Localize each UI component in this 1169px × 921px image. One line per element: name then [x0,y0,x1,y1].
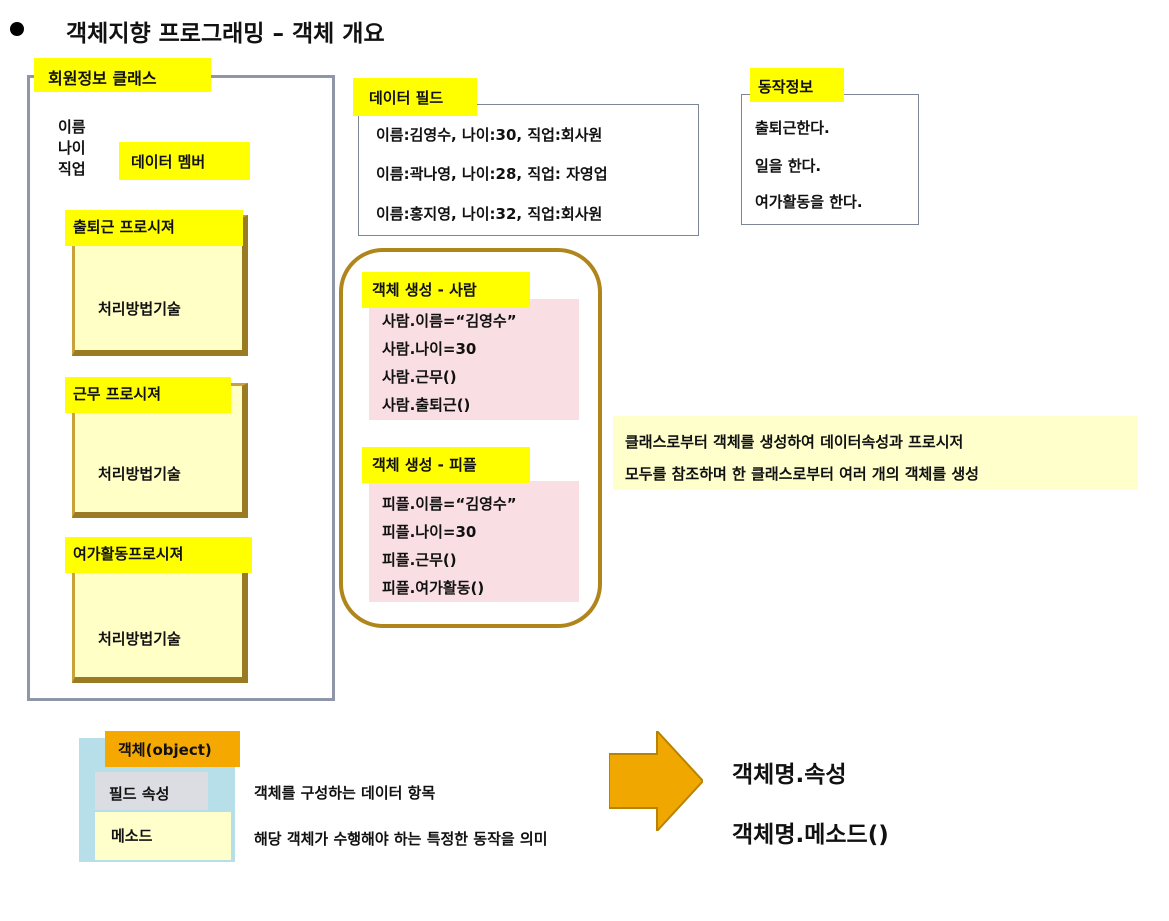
object-label-person: 객체 생성 - 사람 [362,272,530,308]
syntax-attribute: 객체명.속성 [732,762,847,788]
legend-desc-field: 객체를 구성하는 데이터 항목 [254,784,436,802]
note-line: 클래스로부터 객체를 생성하여 데이터속성과 프로시저 [625,433,964,451]
procedure-text-leisure: 처리방법기술 [98,630,181,648]
data-field-box [358,104,699,236]
member-name: 이름 [58,118,86,136]
data-member-list: 이름 나이 직업 [58,117,86,180]
data-field-row: 이름:홍지영, 나이:32, 직업:회사원 [376,205,603,223]
procedure-label-leisure: 여가활동프로시져 [65,537,252,573]
object-line: 사람.이름=“김영수” [382,312,517,330]
title-bullet [10,22,24,36]
object-line: 사람.근무() [382,368,457,386]
object-line: 피플.근무() [382,551,457,569]
behavior-row: 출퇴근한다. [755,119,830,137]
legend-separator [235,738,339,862]
object-box-people [369,481,579,602]
behavior-row: 여가활동을 한다. [755,193,863,211]
right-arrow-icon [609,731,703,831]
object-line: 사람.출퇴근() [382,396,471,414]
behavior-box [741,94,919,225]
note-box [613,416,1138,490]
member-age: 나이 [58,139,86,157]
data-member-label: 데이터 멤버 [119,142,250,180]
legend-term-method: 메소드 [95,812,231,860]
object-line: 피플.이름=“김영수” [382,495,517,513]
object-label-people: 객체 생성 - 피플 [362,447,530,483]
procedure-label-commute: 출퇴근 프로시져 [65,210,243,246]
class-label: 회원정보 클래스 [34,58,211,92]
procedure-label-work: 근무 프로시져 [65,377,231,413]
object-line: 피플.여가활동() [382,579,485,597]
data-field-label: 데이터 필드 [353,78,477,116]
behavior-row: 일을 한다. [755,157,822,175]
object-line: 피플.나이=30 [382,523,477,541]
legend-term-field: 필드 속성 [95,772,208,810]
data-field-row: 이름:곽나영, 나이:28, 직업: 자영업 [376,165,608,183]
procedure-text-work: 처리방법기술 [98,465,181,483]
legend-header: 객체(object) [105,731,240,767]
note-line: 모두를 참조하며 한 클래스로부터 여러 개의 객체를 생성 [625,465,979,483]
page-title: 객체지향 프로그래밍 – 객체 개요 [66,21,385,47]
behavior-label: 동작정보 [750,68,844,102]
syntax-method: 객체명.메소드() [732,822,889,848]
data-field-row: 이름:김영수, 나이:30, 직업:회사원 [376,126,603,144]
object-line: 사람.나이=30 [382,340,477,358]
member-job: 직업 [58,160,86,178]
object-box-person [369,299,579,420]
procedure-text-commute: 처리방법기술 [98,300,181,318]
legend-desc-method: 해당 객체가 수행해야 하는 특정한 동작을 의미 [254,830,548,848]
